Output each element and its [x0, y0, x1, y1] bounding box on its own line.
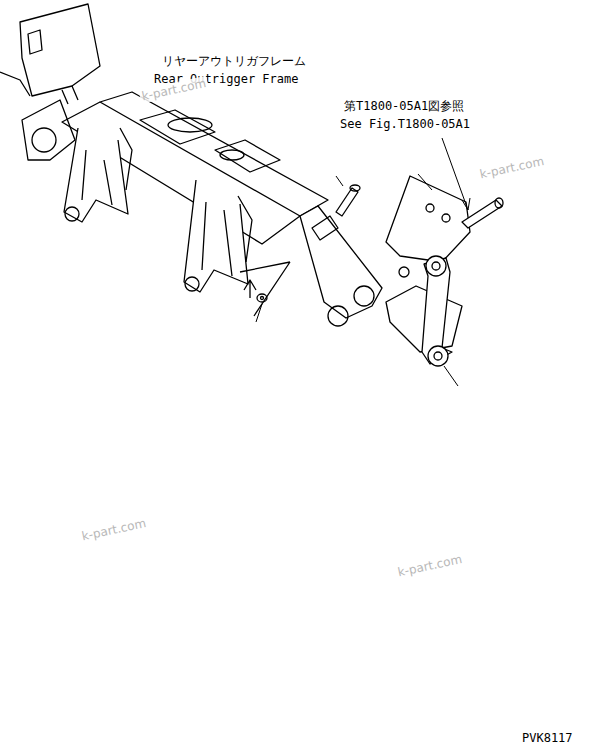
watermark: k-part.com	[79, 516, 150, 544]
watermark: k-part.com	[477, 154, 548, 182]
watermark: k-part.com	[395, 552, 466, 580]
reference-note: See Fig.T1800-05A1	[340, 117, 470, 131]
drawing-number: PVK8117	[522, 731, 573, 745]
part-name-jp: リヤーアウトリガフレーム	[162, 54, 306, 68]
reference-note-jp: 第T1800-05A1図参照	[344, 99, 464, 113]
